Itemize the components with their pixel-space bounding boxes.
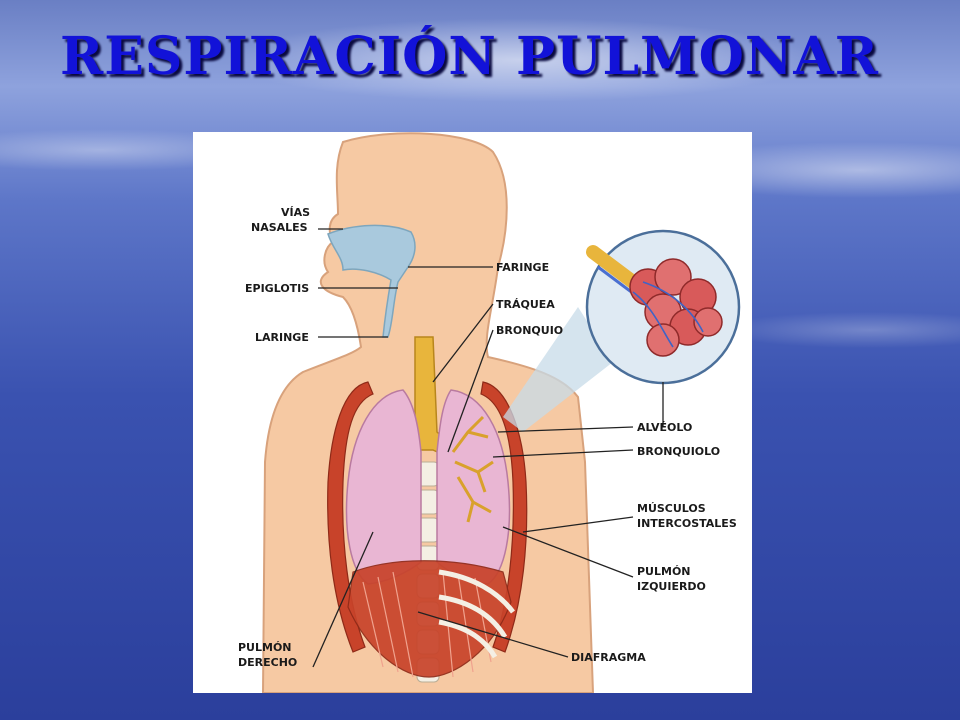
diaphragm (347, 560, 512, 678)
label-bronquiolo: BRONQUIOLO (637, 445, 720, 458)
label-diafragma: DIAFRAGMA (571, 651, 646, 664)
label-faringe: FARINGE (496, 261, 549, 274)
alveolus-cluster (586, 245, 723, 357)
label-pulmon-izquierdo-line1: PULMÓN (637, 565, 691, 578)
label-laringe: LARINGE (255, 331, 309, 344)
respiratory-diagram: VÍAS NASALES EPIGLOTIS LARINGE FARINGE T… (193, 132, 752, 693)
label-traquea: TRÁQUEA (496, 298, 555, 311)
ribcage-left (480, 381, 528, 653)
zoom-cone (503, 307, 613, 432)
nasal-passage (327, 224, 416, 338)
diagram-svg: VÍAS NASALES EPIGLOTIS LARINGE FARINGE T… (238, 132, 741, 693)
label-musculos-line2: INTERCOSTALES (637, 517, 737, 530)
label-pulmon-derecho-line1: PULMÓN (238, 641, 292, 654)
label-epiglotis: EPIGLOTIS (245, 282, 309, 295)
slide-title: RESPIRACIÓN PULMONAR (60, 26, 879, 87)
label-bronquio: BRONQUIO (496, 324, 563, 337)
lower-ribs (438, 569, 515, 659)
label-alveolo: ALVÉOLO (637, 421, 692, 434)
label-pulmon-derecho-line2: DERECHO (238, 656, 297, 669)
bronchiole-tree (451, 415, 494, 523)
label-vias-nasales-line1: VÍAS (281, 206, 310, 219)
ribcage-right (327, 381, 374, 653)
leader-lines (312, 228, 664, 668)
label-musculos-line1: MÚSCULOS (637, 502, 706, 515)
label-pulmon-izquierdo-line2: IZQUIERDO (637, 580, 706, 593)
label-vias-nasales-line2: NASALES (251, 221, 308, 234)
